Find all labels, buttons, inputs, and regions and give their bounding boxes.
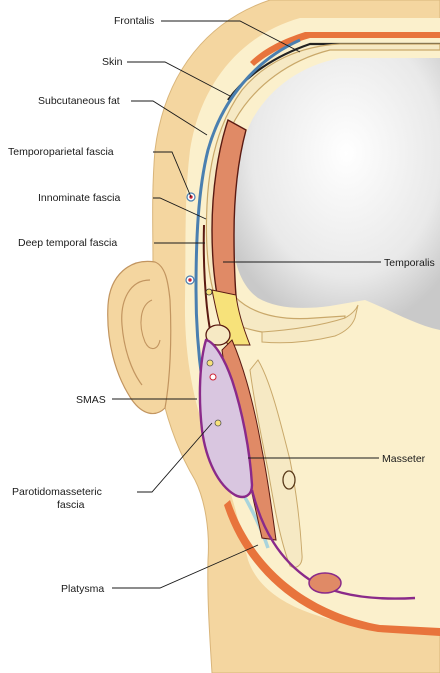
vessel-4: [210, 374, 216, 380]
label-deep-temporal-fascia: Deep temporal fascia: [18, 237, 117, 249]
label-parotidomasseteric-fascia-1: Parotidomasseteric: [12, 486, 102, 498]
label-parotidomasseteric-fascia-2: fascia: [57, 499, 85, 511]
mandibular-canal: [283, 471, 295, 489]
label-platysma: Platysma: [61, 583, 104, 595]
ear: [108, 261, 171, 413]
label-temporalis: Temporalis: [384, 257, 435, 269]
label-innominate-fascia: Innominate fascia: [38, 192, 120, 204]
depressor-muscle: [309, 573, 341, 593]
label-subcutaneous-fat: Subcutaneous fat: [38, 95, 120, 107]
label-masseter: Masseter: [382, 453, 426, 465]
label-temporoparietal-fascia: Temporoparietal fascia: [8, 146, 114, 158]
label-skin: Skin: [102, 56, 123, 68]
vessel-3: [206, 289, 212, 295]
nerve-1: [207, 360, 213, 366]
label-smas: SMAS: [76, 394, 106, 406]
nerve-2: [215, 420, 221, 426]
label-frontalis: Frontalis: [114, 15, 154, 27]
vessel-2-core: [188, 278, 191, 281]
